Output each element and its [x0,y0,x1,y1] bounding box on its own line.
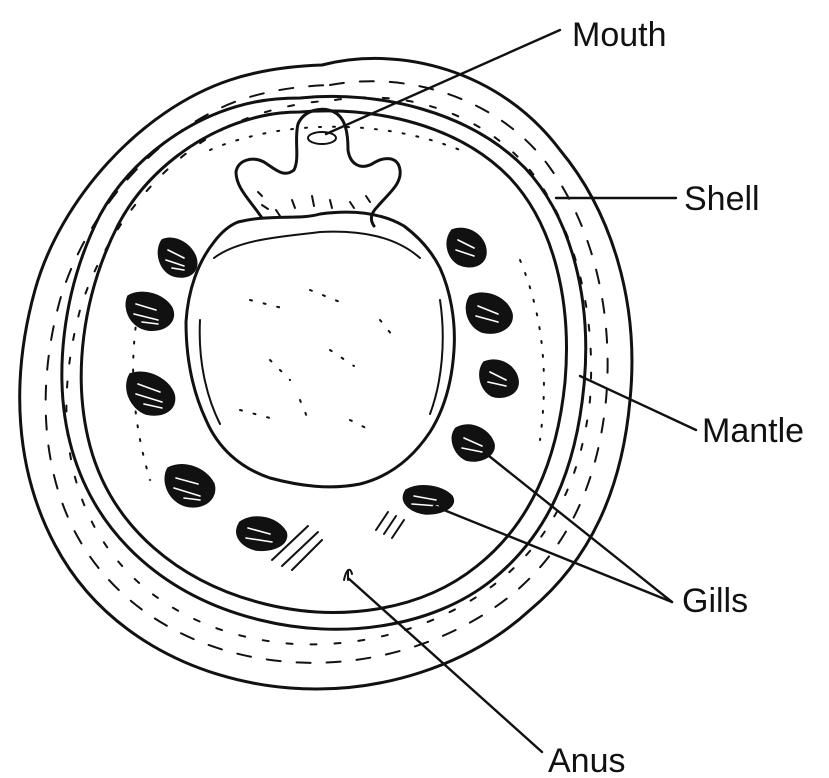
label-anus: Anus [548,742,626,778]
foot [186,212,454,487]
shell [20,58,632,689]
mantle-leader [580,376,696,430]
gill-right-3 [480,360,518,397]
shell-outer-edge [20,58,632,689]
mantle [62,96,586,629]
gill-left-4 [165,465,214,507]
mouth-opening [308,132,336,144]
labels: Mouth Shell Mantle Gills Anus [548,16,804,778]
label-shell: Shell [684,180,760,218]
foot-inner-edge [200,232,443,424]
label-gills: Gills [682,582,748,620]
label-mantle: Mantle [702,412,804,450]
gill-left-3 [127,372,175,415]
shell-growth-line-1 [46,81,608,663]
gill-hatching [272,512,404,570]
gill-left-1 [158,238,196,277]
gills-leader-1 [484,452,672,602]
foot-texture [240,290,396,430]
anus-leader [348,578,542,752]
gills [126,228,518,570]
gill-left-2 [126,292,173,330]
label-mouth: Mouth [572,16,667,54]
gill-right-1 [447,228,486,266]
gill-right-2 [466,293,512,333]
gill-left-5 [237,517,287,550]
